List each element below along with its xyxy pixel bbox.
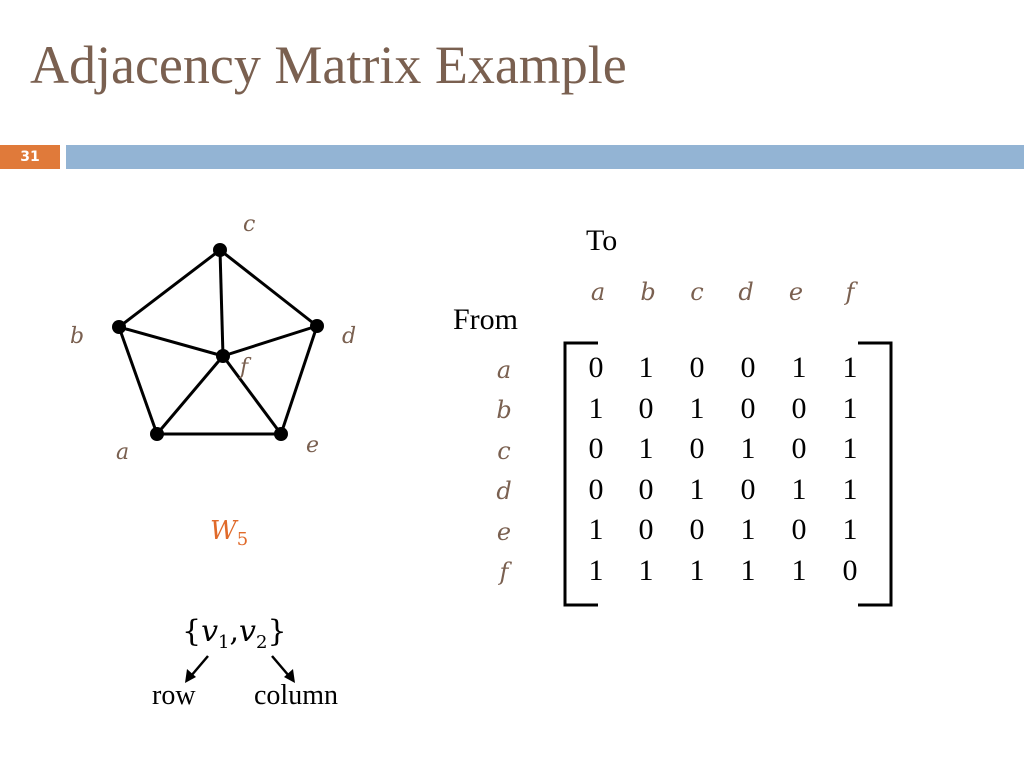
col-label-e: e	[788, 278, 804, 306]
arrowheads	[185, 669, 295, 683]
matrix-cell: 0	[588, 473, 604, 506]
column-caption: column	[254, 680, 338, 711]
matrix-brackets	[563, 341, 893, 607]
node-label-b: b	[70, 324, 84, 349]
matrix-cell: 1	[689, 392, 705, 425]
node-e	[274, 427, 288, 441]
matrix-cell: 1	[638, 432, 654, 465]
node-label-e: e	[306, 433, 319, 458]
node-d	[310, 319, 324, 333]
matrix-cell: 1	[740, 432, 756, 465]
edge-b-c	[118, 248, 221, 329]
row-label-d: d	[496, 477, 512, 505]
node-a	[150, 427, 164, 441]
edge-d-e	[279, 325, 319, 435]
matrix-cell: 1	[842, 351, 858, 384]
row-label-c: c	[497, 437, 511, 465]
row-label-a: a	[496, 356, 512, 384]
matrix-cell: 1	[842, 473, 858, 506]
matrix-cell: 1	[791, 473, 807, 506]
row-caption: row	[152, 680, 196, 711]
matrix-cell: 0	[638, 513, 654, 546]
matrix-cell: 1	[588, 392, 604, 425]
node-f	[216, 349, 230, 363]
matrix-cell: 0	[638, 473, 654, 506]
node-c	[213, 243, 227, 257]
matrix-cell: 0	[740, 473, 756, 506]
row-label-b: b	[496, 396, 512, 424]
col-label-b: b	[640, 278, 656, 306]
edge-f-a	[155, 355, 225, 435]
matrix-cell: 0	[689, 513, 705, 546]
edge-f-d	[222, 324, 318, 358]
matrix-cell: 1	[638, 554, 654, 587]
header-bar	[66, 145, 1024, 169]
matrix-cell: 0	[740, 351, 756, 384]
slide-title: Adjacency Matrix Example	[30, 35, 627, 95]
edge-f-c	[218, 249, 225, 357]
node-b	[112, 320, 126, 334]
matrix-cell: 1	[638, 351, 654, 384]
matrix-cell: 1	[791, 554, 807, 587]
node-label-a: a	[116, 440, 129, 465]
col-label-c: c	[690, 278, 704, 306]
vertex-pair-notation: {v1,v2}	[182, 614, 287, 653]
matrix-cell: 0	[689, 432, 705, 465]
matrix-cell: 0	[689, 351, 705, 384]
matrix-cell: 1	[740, 554, 756, 587]
matrix-cell: 0	[791, 432, 807, 465]
col-label-a: a	[590, 278, 606, 306]
to-label: To	[586, 224, 618, 257]
matrix-cell: 0	[588, 351, 604, 384]
matrix-cell: 1	[842, 432, 858, 465]
matrix-cell: 0	[791, 513, 807, 546]
row-label-f: f	[499, 558, 509, 586]
node-label-c: c	[243, 212, 255, 237]
matrix-cell: 0	[588, 432, 604, 465]
edge-f-e	[221, 355, 283, 435]
col-label-d: d	[738, 278, 754, 306]
slide-number: 31	[0, 145, 60, 169]
edge-f-b	[118, 325, 224, 358]
matrix-cell: 0	[791, 392, 807, 425]
matrix-cell: 1	[588, 513, 604, 546]
matrix-cell: 1	[791, 351, 807, 384]
matrix-cell: 1	[842, 392, 858, 425]
matrix-cell: 0	[842, 554, 858, 587]
node-label-d: d	[342, 324, 356, 349]
from-label: From	[453, 303, 519, 336]
graph-name: W5	[210, 516, 249, 551]
matrix-cell: 1	[689, 473, 705, 506]
matrix-cell: 1	[689, 554, 705, 587]
col-label-f: f	[845, 278, 855, 306]
node-label-f: f	[238, 355, 252, 380]
matrix-cell: 0	[638, 392, 654, 425]
row-label-e: e	[496, 518, 512, 546]
matrix-cell: 1	[740, 513, 756, 546]
edge-c-d	[219, 248, 318, 328]
edge-a-b	[117, 326, 159, 435]
pair-arrows	[190, 655, 290, 677]
matrix-cell: 1	[588, 554, 604, 587]
matrix-cell: 1	[842, 513, 858, 546]
matrix-cell: 0	[740, 392, 756, 425]
